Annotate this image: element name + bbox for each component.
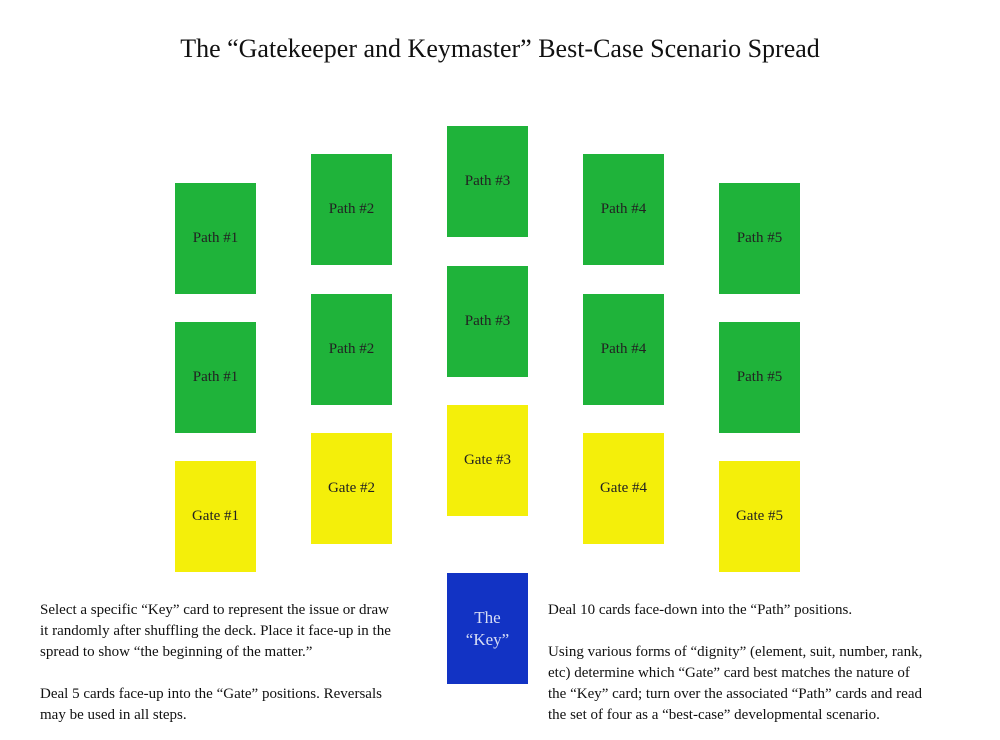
card-gate-2: Gate #2 xyxy=(311,433,392,544)
right-instructions: Deal 10 cards face-down into the “Path” … xyxy=(548,600,922,726)
text-line: the set of four as a “best-case” develop… xyxy=(548,707,880,723)
key-line-1: The xyxy=(474,607,501,627)
text-line: Select a specific “Key” card to represen… xyxy=(40,602,390,618)
text-line: it randomly after shuffling the deck. Pl… xyxy=(40,623,391,639)
card-path-4-bottom: Path #4 xyxy=(583,294,664,405)
text-line: Deal 5 cards face-up into the “Gate” pos… xyxy=(40,686,382,702)
card-path-1-bottom: Path #1 xyxy=(175,322,256,433)
left-instructions: Select a specific “Key” card to represen… xyxy=(40,600,391,726)
card-gate-1: Gate #1 xyxy=(175,461,256,572)
card-path-2-bottom: Path #2 xyxy=(311,294,392,405)
card-key: The “Key” xyxy=(447,573,528,684)
text-line: the “Key” card; turn over the associated… xyxy=(548,686,922,702)
card-path-5-bottom: Path #5 xyxy=(719,322,800,433)
page-title: The “Gatekeeper and Keymaster” Best-Case… xyxy=(180,34,820,63)
card-path-2-top: Path #2 xyxy=(311,154,392,265)
text-line: etc) determine which “Gate” card best ma… xyxy=(548,665,910,681)
card-path-3-bottom: Path #3 xyxy=(447,266,528,377)
text-line: Using various forms of “dignity” (elemen… xyxy=(548,644,923,660)
text-line: spread to show “the beginning of the mat… xyxy=(40,644,313,660)
card-path-1-top: Path #1 xyxy=(175,183,256,294)
card-gate-5: Gate #5 xyxy=(719,461,800,572)
key-line-2: “Key” xyxy=(465,629,510,649)
text-line: may be used in all steps. xyxy=(40,707,187,723)
card-path-4-top: Path #4 xyxy=(583,154,664,265)
text-line: Deal 10 cards face-down into the “Path” … xyxy=(548,602,853,618)
card-gate-3: Gate #3 xyxy=(447,405,528,516)
card-gate-4: Gate #4 xyxy=(583,433,664,544)
card-path-5-top: Path #5 xyxy=(719,183,800,294)
card-path-3-top: Path #3 xyxy=(447,126,528,237)
